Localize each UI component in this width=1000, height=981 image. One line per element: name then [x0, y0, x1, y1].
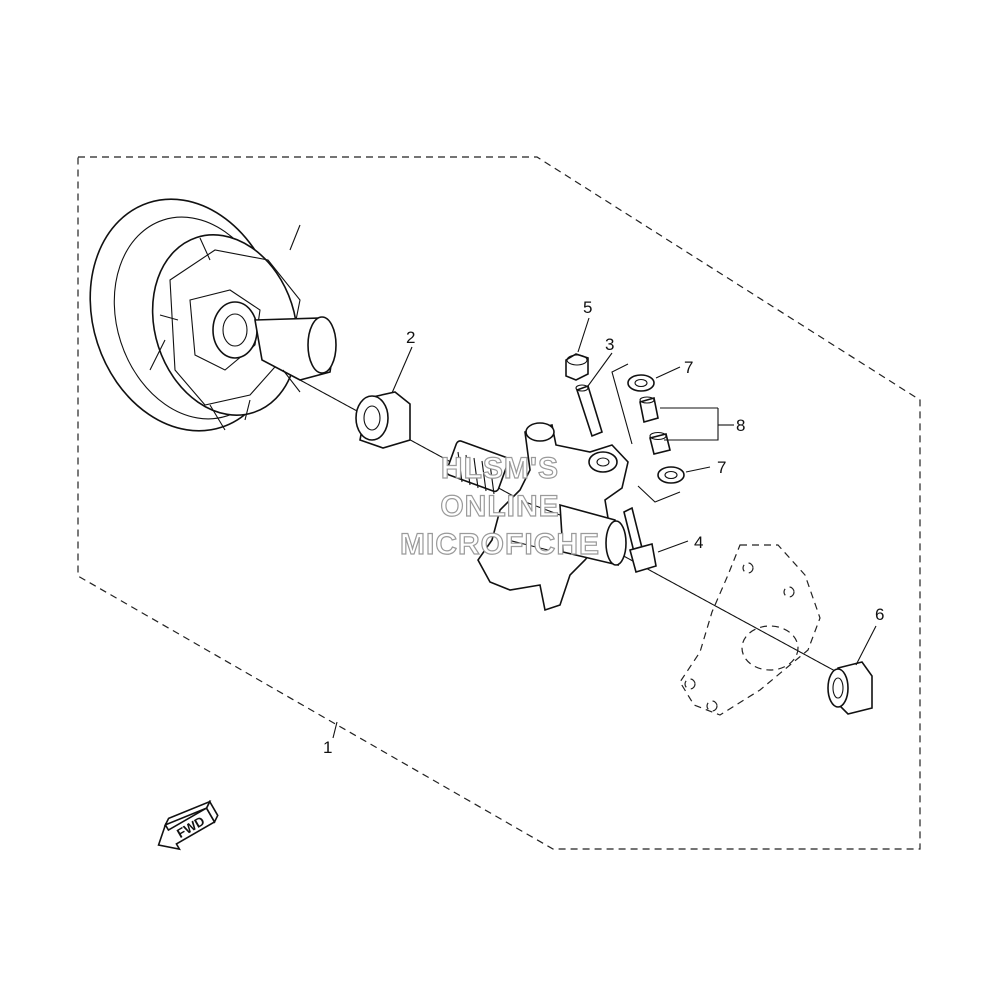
assembly-boundary	[77, 156, 921, 850]
bearing-collar-2	[355, 391, 411, 449]
spring-coil	[445, 440, 510, 495]
callout-7-bottom: 7	[717, 458, 726, 477]
callout-3: 3	[605, 335, 614, 354]
roller-8-top	[639, 396, 659, 424]
spider-hub	[477, 422, 629, 612]
callout-1: 1	[323, 738, 332, 757]
washer-7-bottom	[657, 466, 685, 484]
leader-lines	[332, 317, 877, 739]
bearing-6	[827, 661, 873, 715]
roller-8-bottom	[649, 431, 671, 455]
set-bracket-right	[637, 485, 681, 503]
callout-2: 2	[406, 328, 415, 347]
callout-7-top: 7	[684, 358, 693, 377]
cover-plate	[679, 544, 821, 716]
watermark-line-2: ONLINE	[440, 490, 559, 523]
fwd-arrow-icon: FWD	[157, 799, 219, 851]
callout-4: 4	[694, 533, 703, 552]
callout-5: 5	[583, 298, 592, 317]
watermark-line-1: HLSM'S	[441, 452, 559, 485]
nut-5	[565, 353, 589, 381]
primary-sheave	[89, 198, 337, 432]
bolt-4	[623, 506, 657, 574]
washer-7-top	[627, 374, 655, 392]
set-bracket-left	[611, 363, 633, 445]
watermark-line-3: MICROFICHE	[400, 528, 600, 561]
pin-3	[575, 384, 603, 438]
callout-6: 6	[875, 605, 884, 624]
callout-8: 8	[736, 416, 745, 435]
